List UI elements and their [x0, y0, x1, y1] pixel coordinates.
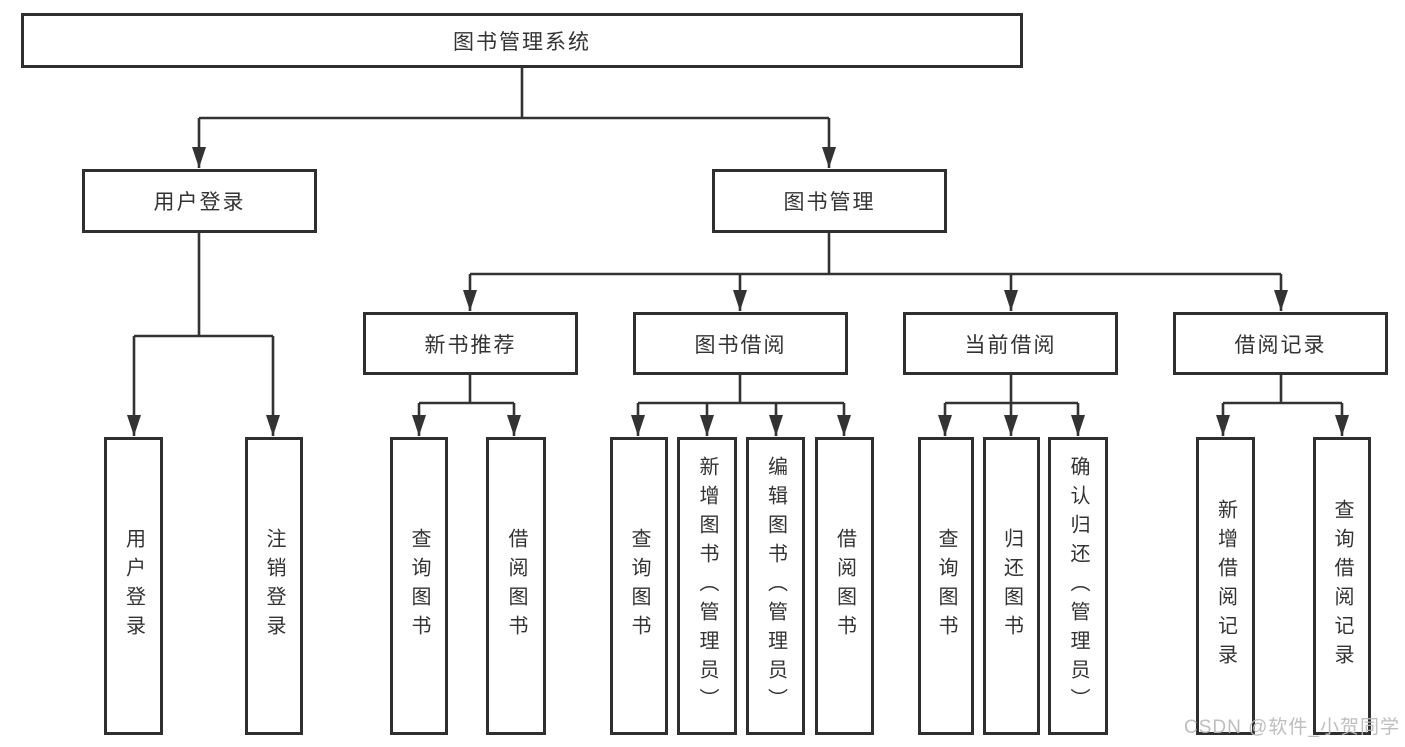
- leaf-user-login-label: 用户登录: [122, 528, 145, 644]
- leaf-add-books-admin: 新增图书（管理员）: [677, 437, 737, 735]
- node-root-label: 图书管理系统: [453, 30, 591, 54]
- node-borrow-records-label: 借阅记录: [1234, 333, 1327, 357]
- node-new-book-recommend-label: 新书推荐: [424, 333, 517, 357]
- leaf-query-books-borrowing: 查询图书: [610, 437, 668, 735]
- leaf-return-books-label: 归还图书: [1000, 528, 1023, 644]
- leaf-borrow-books-label: 借阅图书: [833, 528, 856, 644]
- leaf-logout-label: 注销登录: [263, 528, 285, 644]
- leaf-query-books-recommend-label: 查询图书: [408, 528, 430, 644]
- leaf-add-borrow-record: 新增借阅记录: [1196, 437, 1255, 735]
- leaf-edit-books-admin-label: 编辑图书（管理员）: [764, 455, 787, 717]
- leaf-query-books-recommend: 查询图书: [390, 437, 448, 735]
- leaf-edit-books-admin: 编辑图书（管理员）: [746, 437, 805, 735]
- leaf-query-borrow-record: 查询借阅记录: [1313, 437, 1371, 735]
- node-borrow-records: 借阅记录: [1173, 312, 1388, 375]
- leaf-add-borrow-record-label: 新增借阅记录: [1214, 499, 1237, 673]
- node-book-borrowing: 图书借阅: [633, 312, 848, 375]
- leaf-borrow-books: 借阅图书: [815, 437, 874, 735]
- node-root: 图书管理系统: [21, 13, 1023, 68]
- csdn-watermark: CSDN @软件_小贺同学: [1184, 717, 1400, 738]
- leaf-confirm-return-admin: 确认归还（管理员）: [1048, 437, 1108, 735]
- node-user-login-label: 用户登录: [153, 191, 246, 214]
- leaf-borrow-books-recommend: 借阅图书: [486, 437, 546, 735]
- leaf-query-books-borrowing-label: 查询图书: [628, 528, 650, 644]
- leaf-add-books-admin-label: 新增图书（管理员）: [696, 455, 718, 717]
- leaf-query-books-current: 查询图书: [918, 437, 974, 735]
- leaf-query-books-current-label: 查询图书: [935, 528, 957, 644]
- node-book-borrowing-label: 图书借阅: [694, 333, 787, 357]
- node-current-borrowing: 当前借阅: [903, 312, 1118, 375]
- node-new-book-recommend: 新书推荐: [363, 312, 578, 375]
- node-book-management: 图书管理: [712, 169, 947, 233]
- leaf-return-books: 归还图书: [983, 437, 1040, 735]
- node-user-login: 用户登录: [82, 169, 317, 233]
- leaf-borrow-books-recommend-label: 借阅图书: [505, 528, 527, 644]
- node-current-borrowing-label: 当前借阅: [964, 333, 1057, 357]
- leaf-confirm-return-admin-label: 确认归还（管理员）: [1067, 455, 1089, 717]
- node-book-management-label: 图书管理: [783, 191, 876, 214]
- leaf-query-borrow-record-label: 查询借阅记录: [1331, 499, 1353, 673]
- leaf-user-login: 用户登录: [104, 437, 163, 735]
- leaf-logout: 注销登录: [245, 437, 303, 735]
